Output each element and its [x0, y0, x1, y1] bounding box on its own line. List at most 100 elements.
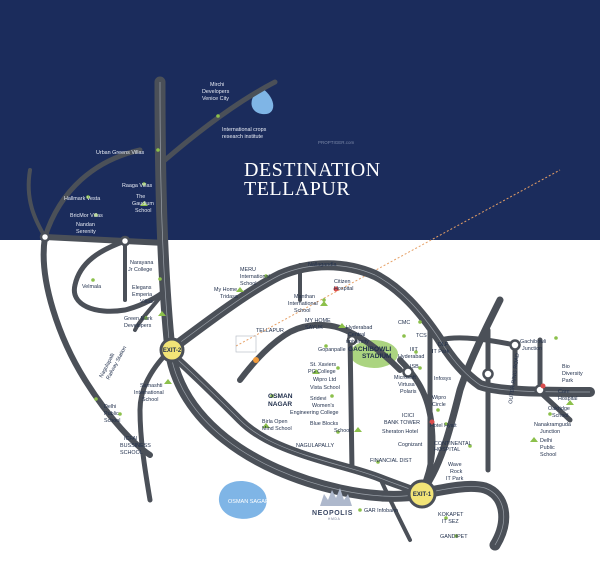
neopolis-sub: HMDA — [328, 517, 341, 521]
label-meru-1: MERU — [240, 267, 256, 273]
orr-east-branch — [416, 296, 504, 498]
school-icon — [164, 379, 172, 384]
poi-dot — [418, 366, 422, 370]
hospital-markers — [333, 286, 546, 425]
label-virtusa-2: Polaris — [400, 389, 417, 395]
exit-2-label: EXIT-2 — [163, 348, 182, 354]
label-gaudium-2: Gaudium — [132, 201, 154, 207]
label-narayana-1: Narayana — [130, 260, 153, 266]
label-nanakramguda-2: Junction — [540, 429, 560, 435]
label-gachibowli-jn-1: Gachibowli — [520, 339, 546, 345]
dashed-link — [235, 169, 561, 347]
label-sridevi-2: Women's — [312, 403, 335, 409]
label-hallmark: Hallmark Vesta — [64, 196, 100, 202]
label-tridasa-1: My Home — [214, 287, 237, 293]
label-samashti-1: Samashti — [140, 383, 162, 389]
label-wave-2: Rock — [450, 469, 463, 475]
label-crops-2: research institute — [222, 134, 263, 140]
neopolis-label: NEOPOLIS — [312, 510, 353, 517]
label-mirchi-2: Developers — [202, 89, 230, 95]
label-iiit-1: IIIT — [410, 347, 418, 353]
label-icfai-1: ICFAI — [124, 436, 137, 442]
north-west-road — [42, 147, 143, 240]
label-velmala: Velmala — [82, 284, 101, 290]
poi-dot — [156, 148, 160, 152]
exit-1-marker: EXIT-1 — [407, 479, 437, 509]
label-nandan-2: Serenity — [76, 229, 96, 235]
label-sridevi-3: Engineering College — [290, 410, 339, 416]
label-dps-w-3: School — [104, 418, 120, 424]
neopolis-logo: NEOPOLIS HMDA — [312, 488, 353, 521]
label-icici-1: ICICI — [402, 413, 414, 419]
label-dlf-2: IT Park — [432, 349, 450, 355]
junction-wipro-circle — [402, 366, 414, 378]
poi-dot — [336, 430, 340, 434]
mirchi-road — [162, 79, 278, 163]
label-care-1: Care — [558, 389, 570, 395]
poi-markers — [86, 114, 558, 538]
poi-dot — [414, 350, 418, 354]
label-dps-e-2: Public — [540, 445, 555, 451]
label-elegans-2: Emperia — [132, 292, 152, 298]
poi-dot — [468, 444, 472, 448]
label-dps-e-3: School — [540, 452, 556, 458]
poi-dot — [436, 408, 440, 412]
exit-1-label: EXIT-1 — [413, 492, 432, 498]
label-wave-1: Wave — [448, 462, 462, 468]
poi-dot — [86, 195, 90, 199]
label-sridevi-1: Sridevi — [310, 396, 326, 402]
school-icon — [566, 400, 574, 405]
label-samashti-3: School — [142, 397, 158, 403]
label-gachibowli-jn-2: Junction — [522, 346, 542, 352]
label-dps-w-1: Delhi — [104, 404, 116, 410]
label-stadium-1: GACHIBOWLI — [348, 346, 391, 353]
label-meru-3: School — [240, 281, 256, 287]
poi-dot — [158, 277, 162, 281]
label-bio-2: Diversity — [562, 371, 583, 377]
label-urban-greens: Urban Greens Villas — [96, 150, 144, 156]
label-bio-1: Bio — [562, 364, 570, 370]
poi-dot — [376, 460, 380, 464]
label-nallagandla: Nallagandla — [308, 262, 336, 268]
label-isb: ISB — [410, 364, 419, 370]
label-hcu-3: university — [346, 339, 369, 345]
label-bricmor: BricMor Villas — [70, 213, 103, 219]
label-green-mark-2: Developers — [124, 323, 152, 329]
west-road-2 — [40, 234, 153, 458]
label-blue-blocks-2: School — [334, 428, 350, 434]
tellapur-gopanpalle-road — [237, 321, 403, 383]
label-stadium-2: STADIUM — [362, 353, 392, 360]
label-hyatt: Hotel Hyatt — [430, 423, 457, 429]
label-birla-1: Birla Open — [262, 419, 287, 425]
school-icon — [262, 423, 270, 428]
watermark: PROPTIGER.com — [318, 140, 355, 145]
label-iiit-2: Hyderabad — [398, 354, 424, 360]
school-icon — [236, 287, 244, 292]
label-wipro-circle-2: Circle — [432, 402, 446, 408]
school-icon — [158, 311, 166, 316]
label-manthan-1: Manthan — [294, 294, 315, 300]
label-citizen-1: Citizen — [334, 279, 350, 285]
poi-dot — [418, 320, 422, 324]
junction-gachibowli — [509, 339, 521, 351]
poi-dot — [554, 336, 558, 340]
junction-narayana — [119, 235, 131, 247]
title-line-1: DESTINATION — [244, 159, 381, 181]
label-citizen-2: Hospital — [334, 286, 353, 292]
poi-dot — [454, 534, 458, 538]
label-birla-2: Mind School — [262, 426, 292, 432]
label-financial-dist: FINANCIAL DIST — [370, 458, 412, 464]
exit-2-marker: EXIT-2 — [159, 337, 185, 363]
poi-dot — [444, 516, 448, 520]
label-crops-1: International crops — [222, 127, 267, 133]
label-meru-2: International — [240, 274, 270, 280]
label-wave-3: IT Park — [446, 476, 464, 482]
label-icfai-2: BUSSINESS — [120, 443, 151, 449]
label-samashti-2: International — [134, 390, 164, 396]
poi-dot — [330, 394, 334, 398]
label-sheraton: Sheraton Hotel — [382, 429, 418, 435]
poi-dot — [91, 278, 95, 282]
label-sayuk-2: SAYUK — [305, 325, 323, 331]
label-gar: GAR Infobahn — [364, 508, 398, 514]
